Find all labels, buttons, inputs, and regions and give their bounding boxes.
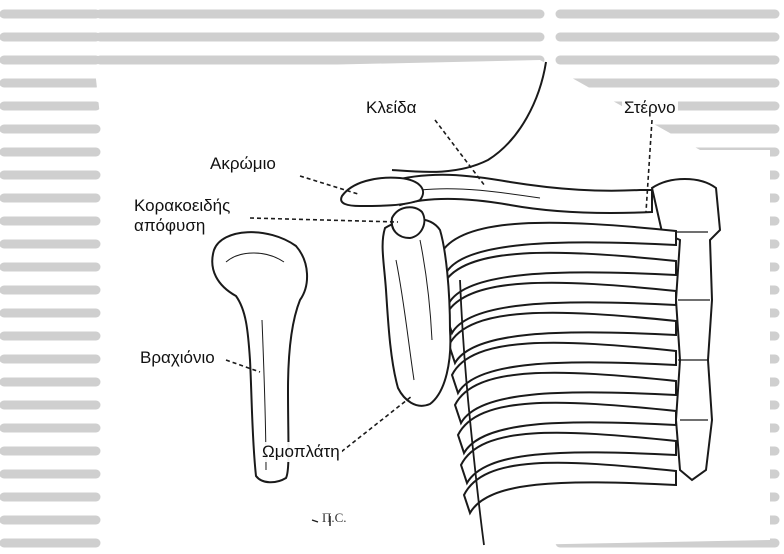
- label-korakoeidis-line1: Κορακοειδής: [132, 196, 232, 216]
- label-vraxionio: Βραχιόνιο: [138, 348, 217, 368]
- label-sterno: Στέρνο: [622, 98, 678, 118]
- artist-signature: Π.C.: [322, 510, 347, 526]
- label-omoplati: Ωμοπλάτη: [260, 442, 342, 462]
- coracoid-process-bone: [392, 207, 425, 238]
- label-kleida: Κλείδα: [364, 98, 419, 118]
- label-akromio: Ακρώμιο: [208, 154, 278, 174]
- label-korakoeidis-line2: απόφυση: [132, 216, 207, 236]
